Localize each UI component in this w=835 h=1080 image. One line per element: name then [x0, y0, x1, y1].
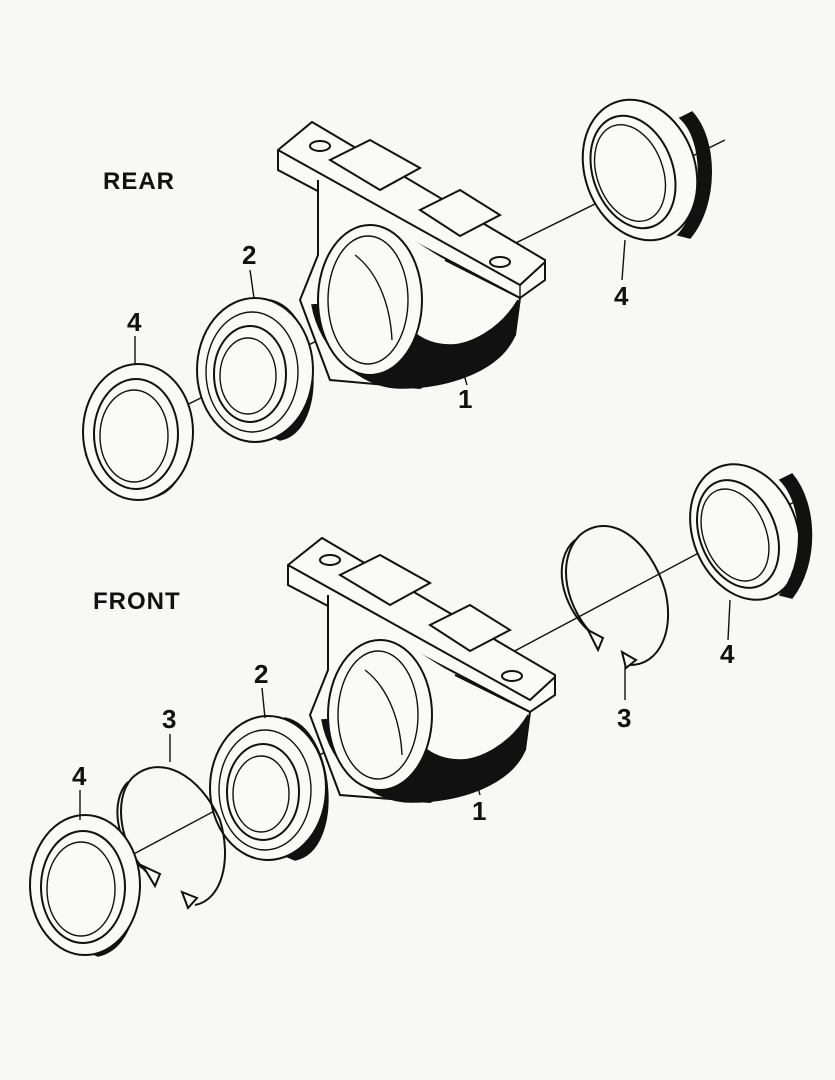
front-housing	[287, 536, 556, 804]
leader-lines	[79, 239, 731, 820]
rear-housing	[277, 120, 546, 390]
front-callout-snap-ring-right: 3	[617, 703, 631, 733]
front-callout-housing: 1	[472, 796, 486, 826]
rear-callout-housing: 1	[458, 384, 472, 414]
front-section-label: FRONT	[93, 588, 181, 615]
rear-callout-seal-left: 4	[127, 307, 142, 337]
front-bearing	[209, 715, 329, 861]
rear-callout-seal-right: 4	[614, 281, 629, 311]
front-callout-seal-left: 4	[72, 761, 87, 791]
rear-callout-bearing: 2	[242, 240, 256, 270]
front-snap-ring-right	[560, 525, 670, 670]
front-callout-bearing: 2	[254, 659, 268, 689]
front-seal-left	[29, 814, 141, 957]
rear-bearing	[196, 297, 314, 443]
front-seal-right	[689, 463, 813, 601]
front-callout-seal-right: 4	[720, 639, 735, 669]
rear-seal-right	[581, 98, 712, 242]
front-assembly	[29, 463, 813, 957]
front-callout-snap-ring-left: 3	[162, 704, 176, 734]
rear-seal-left	[82, 363, 194, 501]
rear-section-label: REAR	[103, 168, 175, 195]
rear-assembly	[82, 98, 726, 501]
